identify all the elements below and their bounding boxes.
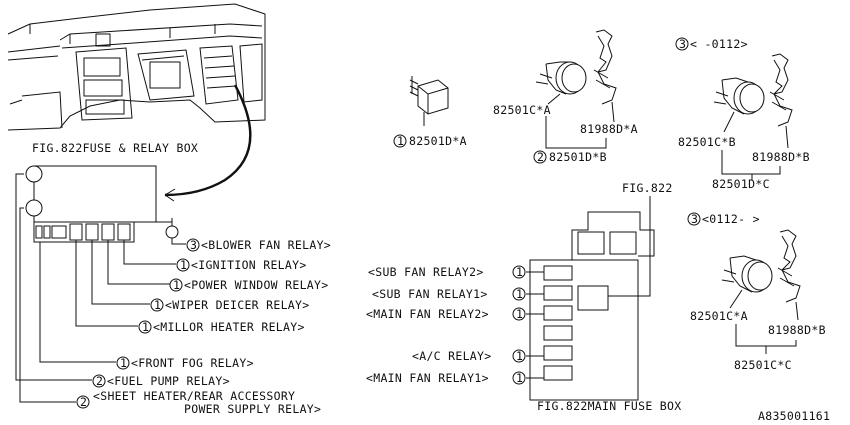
svg-text:81988D*B: 81988D*B xyxy=(768,323,826,337)
relay-label-ignition: 1 <IGNITION RELAY> xyxy=(176,258,307,272)
svg-text:82501C*A: 82501C*A xyxy=(493,103,551,117)
svg-text:<WIPER DEICER RELAY>: <WIPER DEICER RELAY> xyxy=(165,298,309,312)
svg-text:<0112- >: <0112- > xyxy=(702,212,760,226)
relay-label-front-fog: 1 <FRONT FOG RELAY> xyxy=(116,356,254,370)
location-arrow xyxy=(164,84,252,197)
relay-label-fuel-pump: 2 <FUEL PUMP RELAY> xyxy=(92,374,230,388)
svg-text:1: 1 xyxy=(142,320,149,334)
relay-label-blower: 3 <BLOWER FAN RELAY> xyxy=(186,238,331,252)
part-relay-82501D-C: 3 < -0112> 82501C*B 81988D*B 82501D*C xyxy=(675,37,810,191)
relay-label-sheet-heater: 2 <SHEET HEATER/REAR ACCESSORY POWER SUP… xyxy=(76,389,321,416)
svg-text:<MAIN FAN RELAY1>: <MAIN FAN RELAY1> xyxy=(366,371,489,385)
svg-text:3: 3 xyxy=(691,212,698,226)
main-fuse-label-main-fan-2: <MAIN FAN RELAY2> 1 xyxy=(366,307,526,321)
main-fuse-label-ac: <A/C RELAY> 1 xyxy=(412,349,526,363)
svg-text:82501C*C: 82501C*C xyxy=(734,358,792,372)
svg-text:<MILLOR HEATER RELAY>: <MILLOR HEATER RELAY> xyxy=(153,320,305,334)
relay-label-power-window: 1 <POWER WINDOW RELAY> xyxy=(169,278,328,292)
svg-text:<SUB FAN RELAY2>: <SUB FAN RELAY2> xyxy=(368,265,484,279)
main-fuse-caption: FIG.822MAIN FUSE BOX xyxy=(537,399,681,413)
svg-text:<POWER WINDOW RELAY>: <POWER WINDOW RELAY> xyxy=(184,278,328,292)
svg-text:<FUEL PUMP RELAY>: <FUEL PUMP RELAY> xyxy=(107,374,230,388)
main-fuse-fig-ref: FIG.822 xyxy=(622,181,673,195)
svg-text:1: 1 xyxy=(173,278,180,292)
part-relay-82501C-C: 3 <0112- > 82501C*A 81988D*B 82501C*C xyxy=(687,212,826,372)
svg-text:<MAIN FAN RELAY2>: <MAIN FAN RELAY2> xyxy=(366,307,489,321)
main-fuse-label-sub-fan-2: <SUB FAN RELAY2> 1 xyxy=(368,265,526,279)
svg-text:1: 1 xyxy=(154,298,161,312)
svg-text:82501D*B: 82501D*B xyxy=(549,150,607,164)
svg-text:82501D*A: 82501D*A xyxy=(409,134,467,148)
svg-text:1: 1 xyxy=(516,371,523,385)
svg-text:<IGNITION RELAY>: <IGNITION RELAY> xyxy=(191,258,307,272)
svg-text:1: 1 xyxy=(516,287,523,301)
svg-text:82501C*A: 82501C*A xyxy=(690,309,748,323)
svg-text:3: 3 xyxy=(679,37,686,51)
svg-text:1: 1 xyxy=(120,356,127,370)
relay-label-millor: 1 <MILLOR HEATER RELAY> xyxy=(138,320,305,334)
main-fuse-label-main-fan-1: <MAIN FAN RELAY1> 1 xyxy=(366,371,526,385)
svg-text:< -0112>: < -0112> xyxy=(690,37,748,51)
main-fuse-box: FIG.822 FIG.822MAIN FUSE BOX xyxy=(526,181,681,413)
svg-text:2: 2 xyxy=(96,374,103,388)
box-leaders xyxy=(15,173,176,403)
svg-text:1: 1 xyxy=(180,258,187,272)
svg-text:1: 1 xyxy=(516,349,523,363)
svg-text:81988D*B: 81988D*B xyxy=(752,150,810,164)
svg-text:2: 2 xyxy=(80,395,87,409)
svg-text:<A/C RELAY>: <A/C RELAY> xyxy=(412,349,491,363)
fuse-relay-box xyxy=(25,165,186,245)
svg-text:<SUB FAN RELAY1>: <SUB FAN RELAY1> xyxy=(372,287,488,301)
svg-text:1: 1 xyxy=(397,134,404,148)
svg-text:3: 3 xyxy=(190,238,197,252)
svg-text:1: 1 xyxy=(516,307,523,321)
svg-text:<SHEET HEATER/REAR ACCESSORY: <SHEET HEATER/REAR ACCESSORY xyxy=(93,389,295,403)
svg-text:<FRONT FOG RELAY>: <FRONT FOG RELAY> xyxy=(131,356,254,370)
svg-text:1: 1 xyxy=(516,265,523,279)
svg-text:2: 2 xyxy=(537,150,544,164)
svg-text:82501D*C: 82501D*C xyxy=(712,177,770,191)
svg-text:<BLOWER FAN RELAY>: <BLOWER FAN RELAY> xyxy=(201,238,331,252)
svg-text:82501C*B: 82501C*B xyxy=(678,135,736,149)
main-fuse-label-sub-fan-1: <SUB FAN RELAY1> 1 xyxy=(372,287,526,301)
part-relay-82501D-B: 82501C*A 81988D*A 2 82501D*B xyxy=(493,29,638,164)
svg-text:81988D*A: 81988D*A xyxy=(580,122,638,136)
part-relay-82501D-A: 1 82501D*A xyxy=(393,76,467,148)
svg-text:POWER SUPPLY RELAY>: POWER SUPPLY RELAY> xyxy=(184,402,321,416)
drawing-id: A835001161 xyxy=(758,409,830,423)
dashboard-illustration xyxy=(7,3,266,131)
relay-label-wiper: 1 <WIPER DEICER RELAY> xyxy=(150,298,309,312)
dash-fig-label: FIG.822FUSE & RELAY BOX xyxy=(32,141,198,155)
